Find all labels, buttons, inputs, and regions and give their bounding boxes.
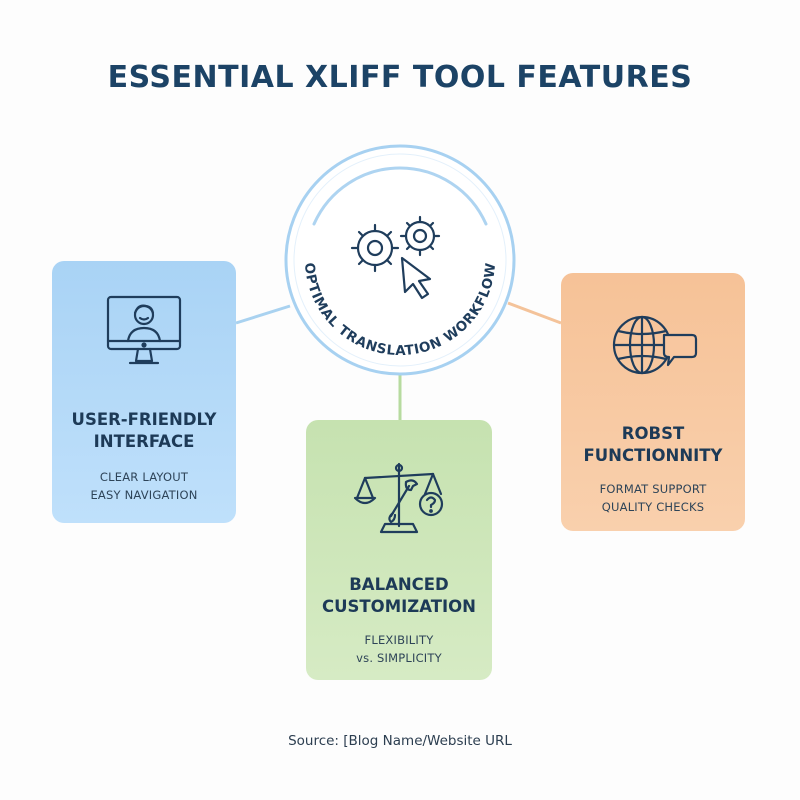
connector-left bbox=[235, 304, 291, 325]
user-monitor-icon bbox=[106, 295, 182, 365]
globe-chat-icon bbox=[612, 315, 698, 375]
connector-right bbox=[507, 301, 562, 325]
central-hub: OPTIMAL TRANSLATION WORKFLOW bbox=[280, 140, 520, 380]
source-credit: Source: [Blog Name/Website URL bbox=[288, 733, 512, 749]
gears-cursor-icon bbox=[350, 215, 441, 300]
hub-graphic: OPTIMAL TRANSLATION WORKFLOW bbox=[284, 144, 516, 376]
page-title: ESSENTIAL XLIFF TOOL FEATURES bbox=[107, 60, 693, 95]
card-subtitle: CLEAR LAYOUT EASY NAVIGATION bbox=[90, 470, 198, 502]
card-title: BALANCED CUSTOMIZATION bbox=[322, 575, 476, 616]
card-balanced-customization: BALANCED CUSTOMIZATION FLEXIBILITY vs. S… bbox=[306, 420, 492, 680]
card-title: ROBST FUNCTIONNITY bbox=[583, 424, 723, 465]
card-user-friendly-interface: USER-FRIENDLY INTERFACE CLEAR LAYOUT EAS… bbox=[52, 261, 236, 523]
card-title: USER-FRIENDLY INTERFACE bbox=[71, 410, 217, 451]
card-subtitle: FLEXIBILITY vs. SIMPLICITY bbox=[356, 633, 442, 665]
card-subtitle: FORMAT SUPPORT QUALITY CHECKS bbox=[599, 482, 707, 514]
card-robust-functionality: ROBST FUNCTIONNITY FORMAT SUPPORT QUALIT… bbox=[561, 273, 745, 531]
scale-wrench-icon bbox=[353, 462, 444, 534]
